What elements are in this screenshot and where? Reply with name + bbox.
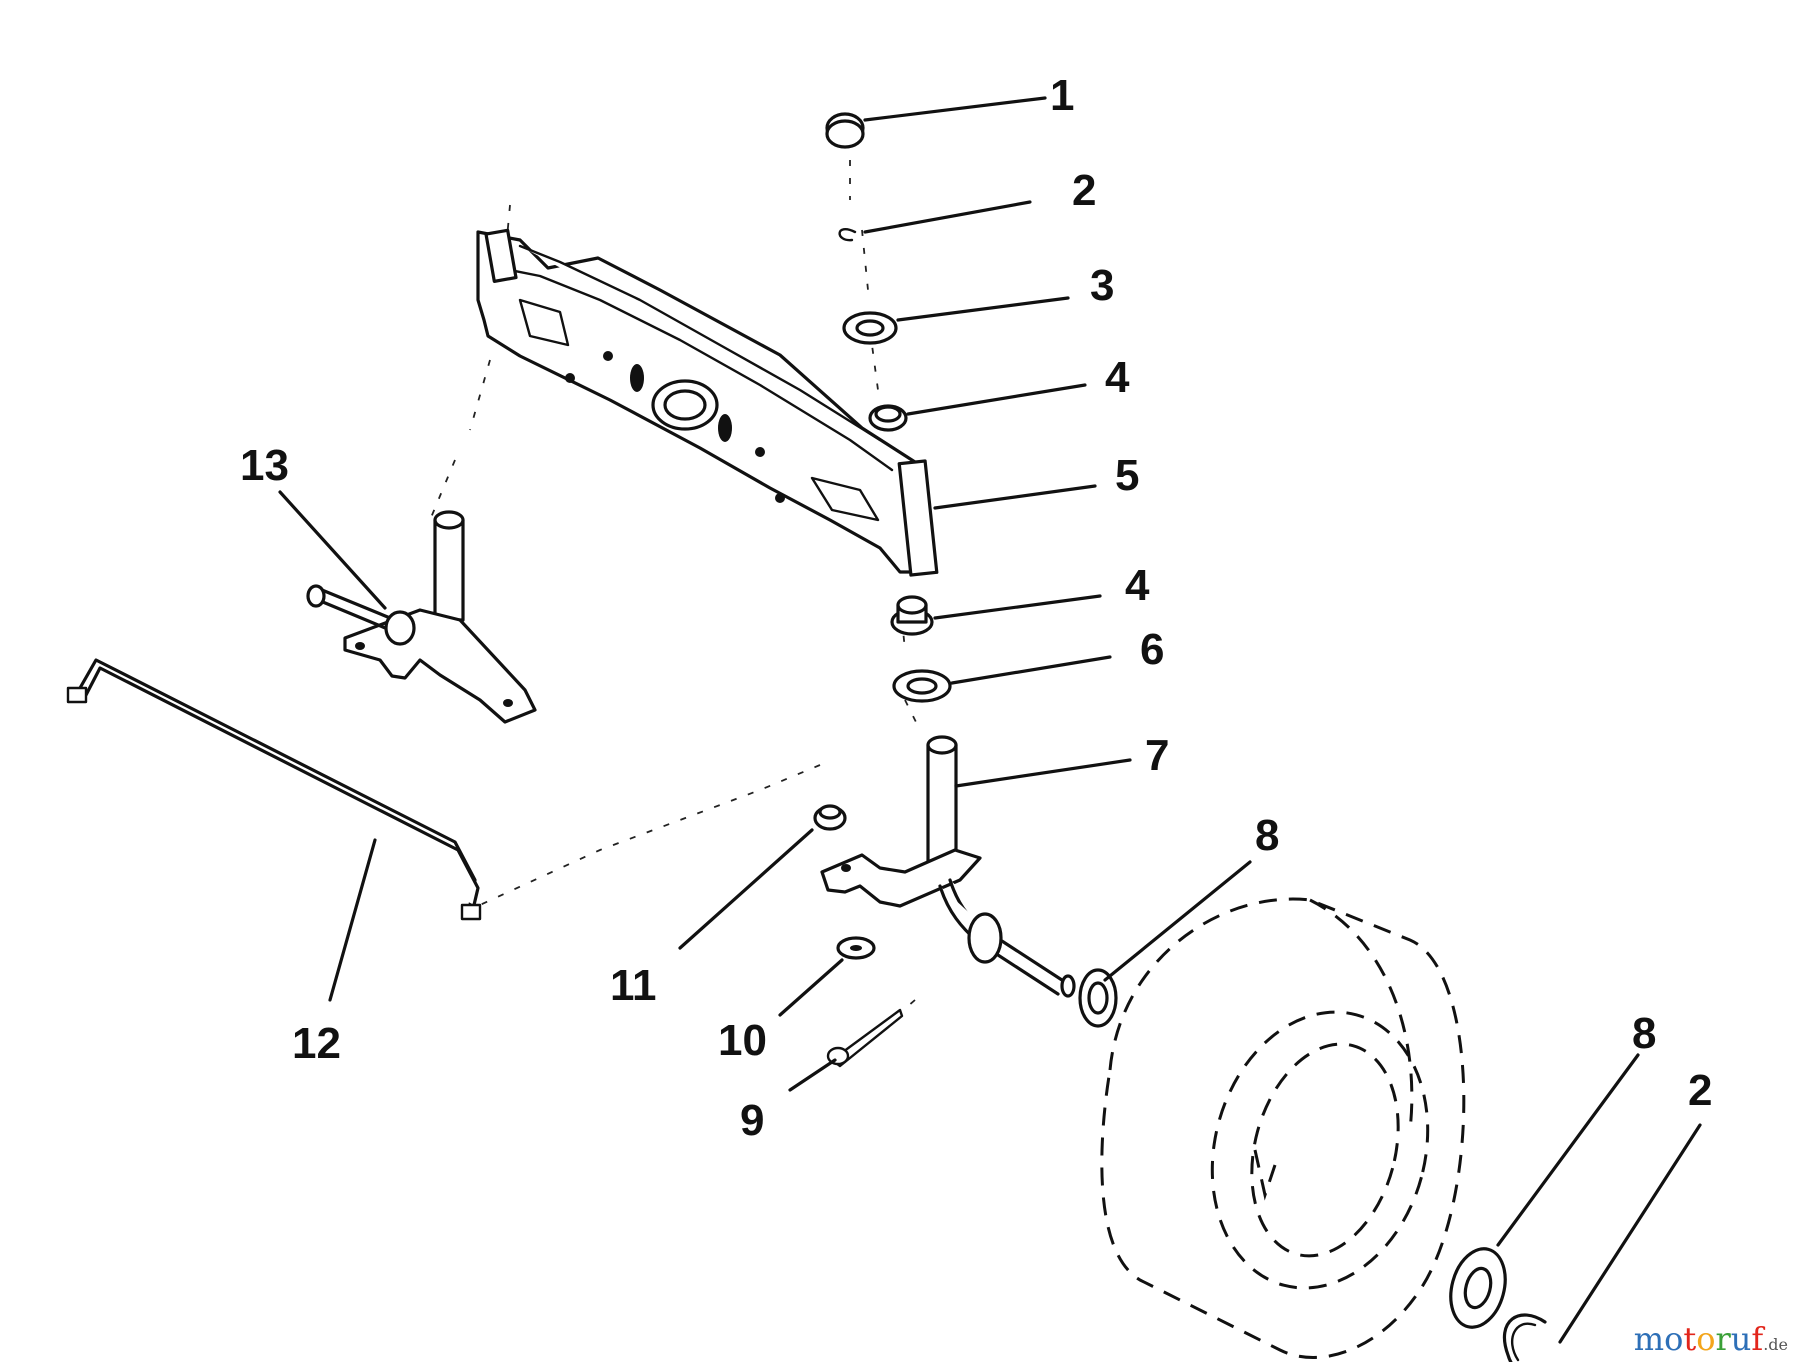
callout-1: 1 bbox=[1050, 71, 1074, 120]
wheel-outline bbox=[1100, 897, 1466, 1359]
leader-2b bbox=[1558, 1123, 1702, 1344]
leader-13 bbox=[278, 490, 387, 610]
leader-1 bbox=[863, 96, 1047, 122]
leader-lines bbox=[278, 96, 1702, 1344]
watermark-letter: t bbox=[1683, 1320, 1697, 1358]
leader-7 bbox=[954, 758, 1132, 788]
leader-4a bbox=[906, 383, 1087, 416]
watermark-letter: r bbox=[1715, 1320, 1731, 1358]
watermark-letter: o bbox=[1664, 1320, 1684, 1358]
leader-8b bbox=[1496, 1053, 1640, 1247]
callout-7: 7 bbox=[1145, 731, 1169, 780]
watermark-text: motoruf bbox=[1634, 1320, 1763, 1358]
leader-10 bbox=[778, 958, 844, 1017]
part-7-right-spindle bbox=[820, 735, 1076, 998]
part-4-bushing-lower bbox=[890, 595, 934, 636]
part-12-drag-link bbox=[66, 658, 482, 921]
callout-5: 5 bbox=[1115, 451, 1139, 500]
leader-12 bbox=[328, 838, 377, 1002]
leader-8a bbox=[1103, 860, 1252, 982]
callout-3: 3 bbox=[1090, 261, 1114, 310]
callout-13: 13 bbox=[240, 441, 289, 490]
callout-8-upper: 8 bbox=[1255, 811, 1279, 860]
part-3-washer bbox=[842, 311, 898, 345]
part-9-cotter-pin bbox=[826, 1008, 904, 1068]
callout-12: 12 bbox=[292, 1019, 341, 1068]
leader-4b bbox=[933, 594, 1102, 620]
callout-4-upper: 4 bbox=[1105, 353, 1130, 402]
callout-labels: 1 2 3 4 5 4 6 7 8 13 11 12 10 9 8 2 bbox=[240, 71, 1712, 1145]
callout-2-upper: 2 bbox=[1072, 166, 1096, 215]
leader-11 bbox=[678, 828, 814, 950]
callout-10: 10 bbox=[718, 1016, 767, 1065]
leader-2a bbox=[863, 200, 1032, 234]
part-8-washer-upper bbox=[1078, 968, 1118, 1028]
callout-2-lower: 2 bbox=[1688, 1066, 1712, 1115]
callout-8-lower: 8 bbox=[1632, 1009, 1656, 1058]
part-2-clip-lower bbox=[1502, 1313, 1558, 1362]
leader-3 bbox=[896, 296, 1070, 322]
watermark-logo: motoruf.de bbox=[1634, 1320, 1788, 1358]
leader-5 bbox=[933, 484, 1097, 510]
watermark-letter: f bbox=[1751, 1320, 1764, 1358]
leader-9 bbox=[788, 1058, 837, 1092]
part-11-bushing bbox=[813, 804, 847, 831]
part-1-cap bbox=[825, 112, 865, 149]
part-10-washer bbox=[836, 936, 876, 960]
watermark-letter: m bbox=[1633, 1320, 1665, 1358]
part-5-front-axle bbox=[476, 228, 939, 577]
callout-6: 6 bbox=[1140, 625, 1164, 674]
part-6-washer bbox=[892, 669, 952, 703]
part-13-left-spindle bbox=[306, 510, 537, 724]
watermark-letter: o bbox=[1696, 1320, 1716, 1358]
leader-6 bbox=[950, 655, 1112, 685]
callout-9: 9 bbox=[740, 1096, 764, 1145]
watermark-letter: u bbox=[1730, 1320, 1752, 1358]
part-4-bushing-upper bbox=[868, 404, 908, 432]
watermark-suffix: .de bbox=[1763, 1335, 1788, 1354]
callout-4-lower: 4 bbox=[1125, 561, 1150, 610]
callout-11: 11 bbox=[610, 961, 657, 1010]
part-2-clip-upper bbox=[838, 228, 857, 242]
part-8-washer-lower bbox=[1449, 1247, 1507, 1329]
